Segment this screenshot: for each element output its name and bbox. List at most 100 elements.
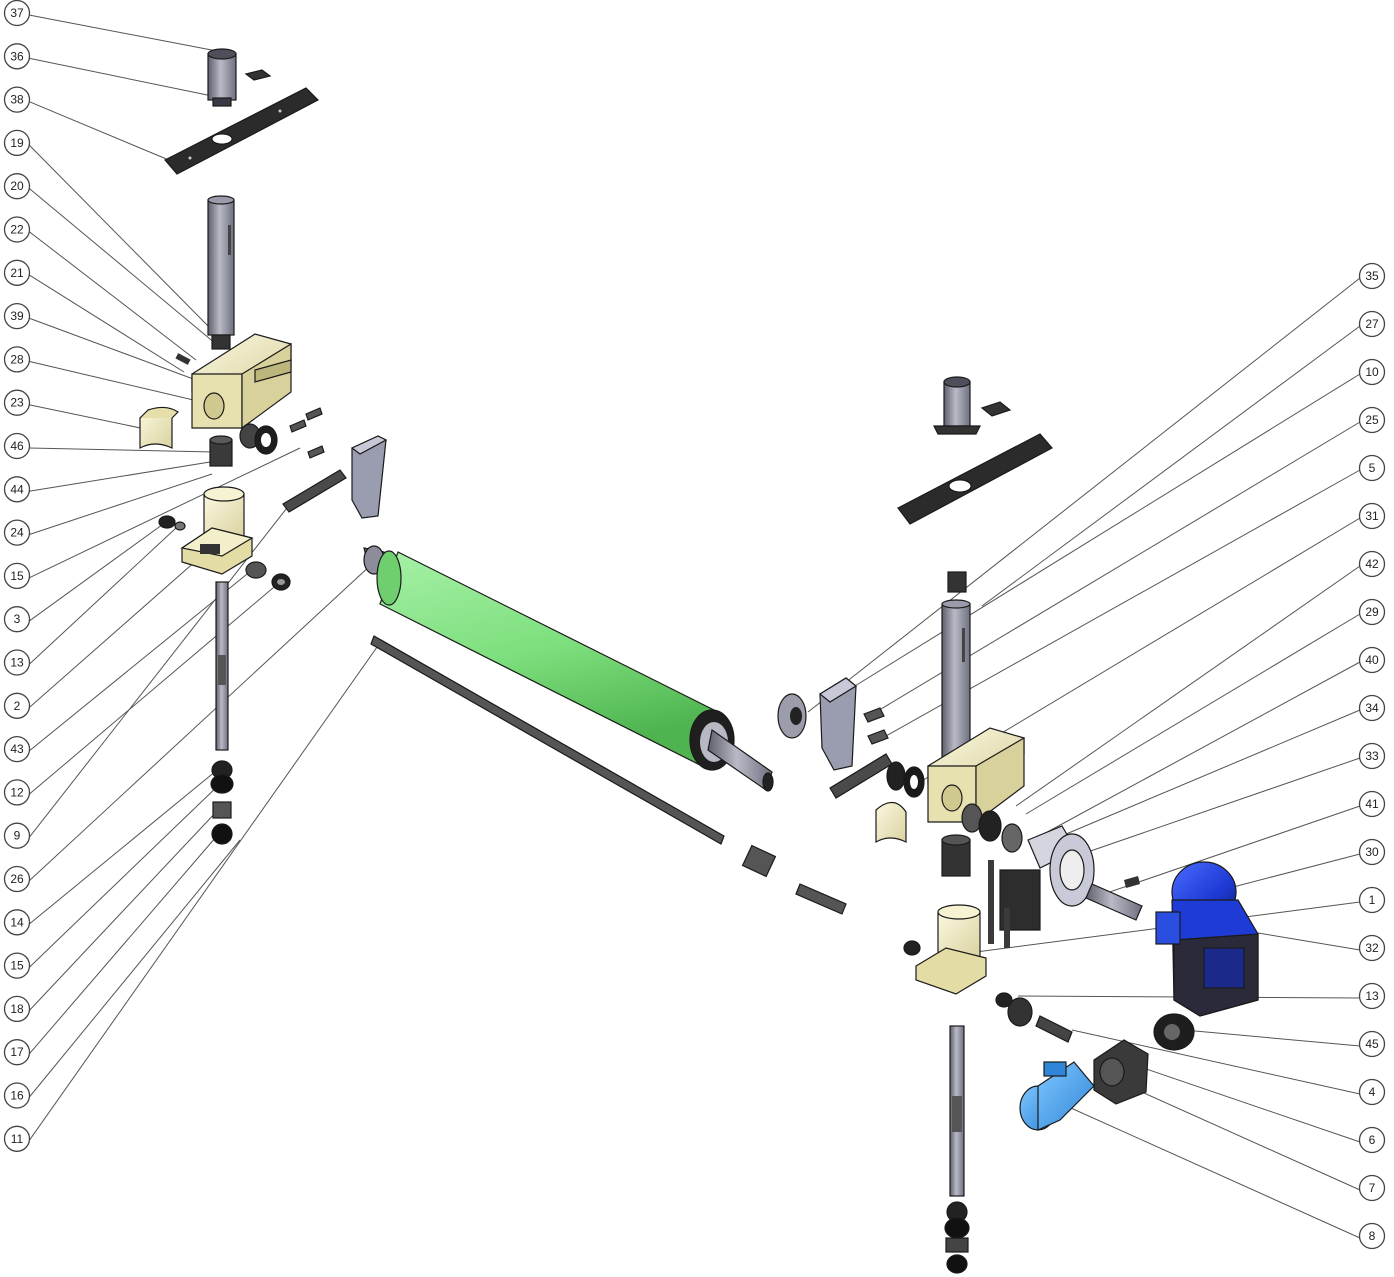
leader-right-14: [1251, 931, 1361, 951]
callout-number: 34: [1365, 701, 1379, 715]
leader-left-16: [28, 551, 207, 709]
leader-right-11: [1097, 805, 1361, 897]
callout-right-7: 29: [1358, 598, 1386, 626]
callout-number: 23: [10, 396, 24, 410]
callout-right-3: 25: [1358, 406, 1386, 434]
right-top-plate: [897, 433, 1053, 525]
main-roller: [363, 545, 774, 845]
callout-left-18: 12: [3, 779, 31, 806]
callout-right-14: 32: [1358, 934, 1386, 962]
callout-right-16: 45: [1358, 1030, 1386, 1058]
callout-left-12: 24: [3, 519, 31, 546]
callout-number: 39: [10, 309, 24, 323]
callout-left-7: 39: [3, 302, 31, 330]
callout-number: 21: [10, 266, 24, 280]
callout-number: 35: [1365, 269, 1379, 283]
right-clamp: [875, 801, 907, 844]
callout-right-9: 34: [1358, 694, 1386, 722]
callout-right-10: 33: [1358, 742, 1386, 770]
callout-number: 31: [1365, 509, 1379, 523]
leader-left-21: [28, 765, 223, 925]
leader-left-18: [28, 581, 281, 795]
callout-right-15: 13: [1358, 982, 1386, 1010]
callout-left-23: 18: [3, 995, 31, 1023]
callout-left-26: 11: [3, 1125, 31, 1152]
leader-left-9: [28, 404, 151, 431]
callout-number: 5: [1369, 461, 1376, 475]
leader-left-1: [28, 57, 223, 99]
callout-number: 25: [1365, 413, 1379, 427]
callout-right-17: 4: [1358, 1078, 1386, 1106]
callout-left-3: 19: [3, 129, 31, 157]
right-lead-screw: [944, 1025, 970, 1274]
leader-right-16: [1183, 1029, 1361, 1047]
callout-left-17: 43: [3, 735, 31, 763]
leader-left-10: [28, 447, 215, 453]
callout-left-4: 20: [3, 173, 31, 200]
leader-left-15: [28, 527, 177, 665]
callout-number: 11: [11, 1132, 24, 1146]
callout-right-8: 40: [1358, 646, 1386, 674]
callout-number: 17: [10, 1045, 24, 1059]
callout-left-21: 14: [3, 909, 31, 936]
callout-left-20: 26: [3, 865, 31, 893]
callout-number: 7: [1369, 1181, 1376, 1195]
leader-left-4: [28, 187, 217, 345]
small-gearbox: [1093, 1039, 1149, 1105]
leader-right-20: [1061, 1103, 1361, 1239]
callout-right-6: 42: [1358, 550, 1386, 578]
callout-number: 6: [1369, 1133, 1376, 1147]
right-assembly: [741, 376, 1259, 1274]
left-bearing-housing: [180, 486, 254, 575]
left-bracket: [191, 333, 292, 430]
callout-number: 38: [10, 93, 24, 107]
leader-left-7: [28, 317, 197, 381]
callout-number: 43: [10, 742, 24, 756]
left-nut: [209, 435, 233, 467]
callout-number: 29: [1365, 605, 1379, 619]
callout-number: 20: [10, 179, 24, 193]
callout-number: 19: [10, 136, 24, 150]
leader-left-24: [28, 829, 223, 1055]
callout-left-9: 23: [3, 389, 31, 416]
left-clamp: [139, 406, 179, 449]
callout-number: 24: [10, 526, 24, 540]
callout-number: 9: [14, 829, 21, 843]
callout-right-2: 10: [1358, 358, 1386, 386]
leader-left-12: [28, 473, 213, 536]
left-top-cylinder: [207, 48, 272, 107]
callout-left-5: 22: [3, 216, 31, 243]
callout-number: 14: [10, 915, 24, 929]
callout-left-25: 16: [3, 1082, 31, 1109]
leader-left-23: [28, 809, 219, 1012]
callout-number: 42: [1365, 557, 1379, 571]
leader-left-6: [28, 274, 185, 373]
callout-number: 32: [1365, 941, 1379, 955]
leader-right-10: [1075, 757, 1361, 857]
callout-number: 41: [1365, 797, 1379, 811]
callout-number: 33: [1365, 749, 1379, 763]
left-lead-screw: [210, 581, 234, 845]
callout-right-0: 35: [1358, 262, 1386, 290]
right-bearing-housing: [903, 904, 987, 995]
leader-left-11: [28, 461, 211, 492]
callout-left-13: 15: [3, 562, 31, 590]
callout-left-24: 17: [3, 1039, 31, 1066]
leader-right-18: [1119, 1059, 1361, 1143]
leader-left-3: [28, 144, 213, 331]
leader-right-17: [1071, 1029, 1361, 1095]
callout-left-0: 37: [3, 0, 31, 27]
callout-number: 13: [10, 656, 24, 670]
callout-left-11: 44: [3, 476, 31, 503]
left-top-plate: [164, 87, 320, 175]
callout-left-6: 21: [3, 259, 31, 286]
callout-right-1: 27: [1358, 310, 1386, 338]
callout-left-10: 46: [3, 432, 31, 460]
leader-right-7: [1025, 613, 1361, 815]
callout-number: 45: [1365, 1037, 1379, 1051]
callout-number: 1: [1369, 893, 1376, 907]
leader-right-19: [1105, 1075, 1361, 1191]
leader-left-5: [28, 231, 197, 361]
